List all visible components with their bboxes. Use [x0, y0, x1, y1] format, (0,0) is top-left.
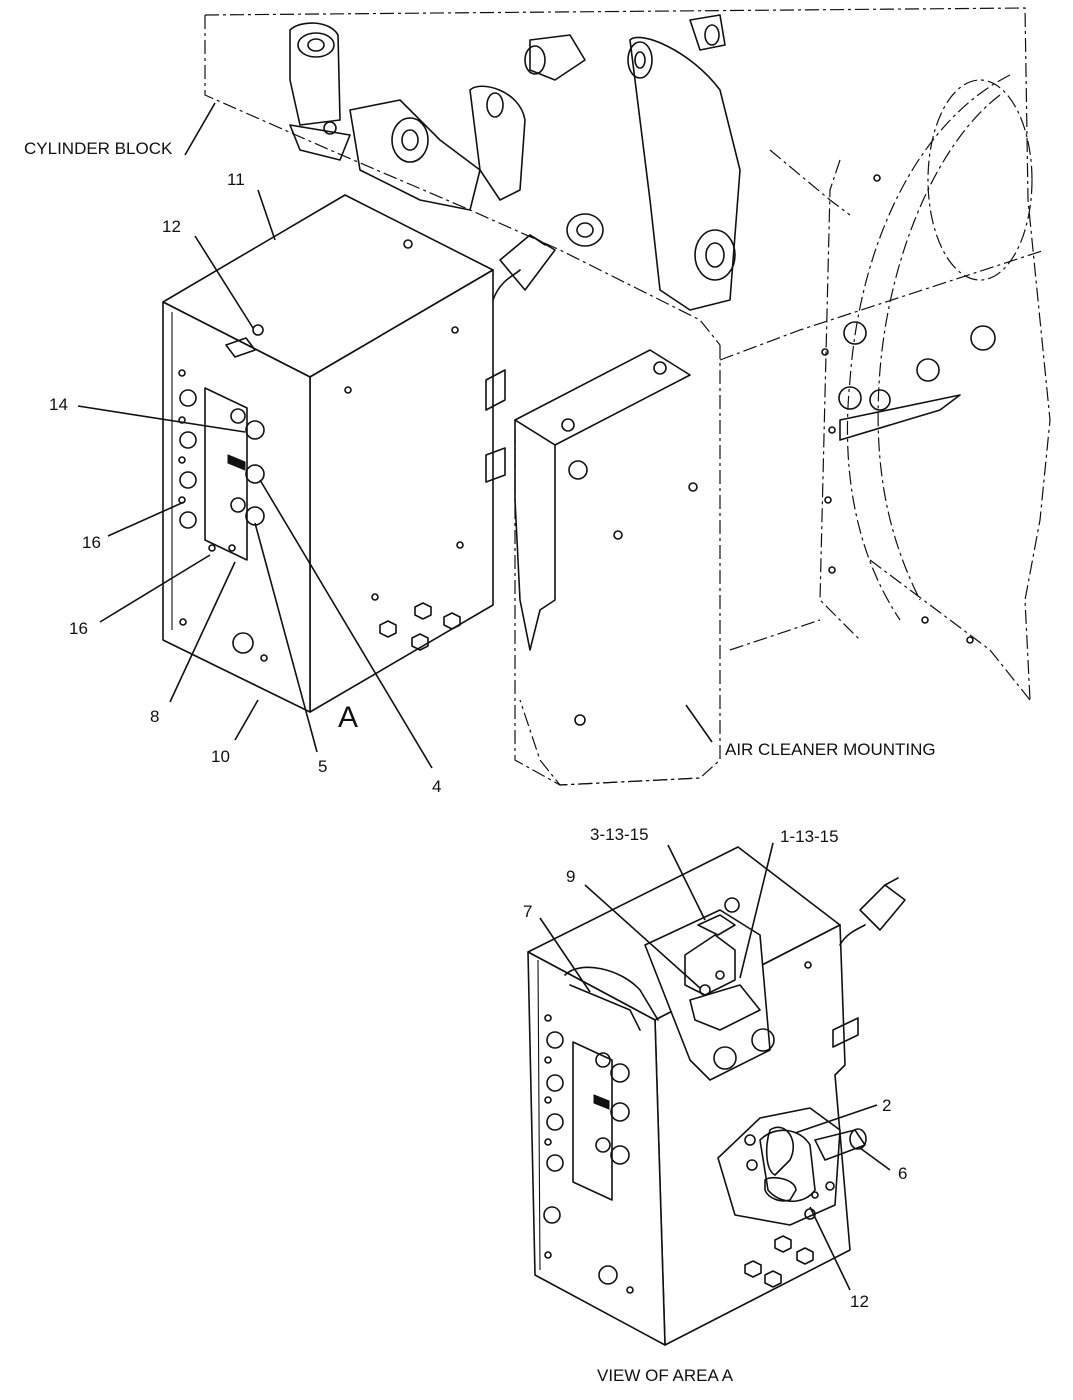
- upper-control-box: [162, 194, 556, 713]
- leader-6: [859, 1147, 891, 1171]
- callout-16-a: 16: [82, 533, 101, 552]
- cylinder-block-phantom: [204, 7, 1051, 786]
- caption-view-of-area-a: VIEW OF AREA A: [597, 1366, 734, 1385]
- callout-4: 4: [432, 777, 442, 796]
- callout-7: 7: [523, 902, 533, 921]
- area-a-detail-view: [527, 846, 906, 1346]
- callout-9: 9: [566, 867, 576, 886]
- callout-11: 11: [227, 170, 245, 189]
- leader-16b: [99, 554, 211, 623]
- leader-10: [234, 699, 259, 741]
- leader-lines: [77, 102, 891, 1291]
- leader-7: [539, 917, 591, 993]
- upper-connector-array: [178, 369, 265, 552]
- leader-8: [169, 561, 236, 703]
- leader-12-lower: [809, 1206, 851, 1291]
- leader-5: [254, 522, 318, 753]
- callout-6: 6: [898, 1164, 908, 1183]
- leader-16a: [107, 501, 185, 537]
- callout-2: 2: [882, 1096, 892, 1115]
- leader-4: [259, 479, 433, 769]
- leader-9: [584, 884, 701, 989]
- callout-14: 14: [49, 395, 68, 414]
- callout-12-lower: 12: [850, 1292, 869, 1311]
- callout-16-b: 16: [69, 619, 88, 638]
- air-cleaner-mounting-bracket: [514, 349, 701, 786]
- leader-air-cleaner: [685, 704, 713, 743]
- leader-3-13-15: [667, 844, 706, 921]
- callout-1-13-15: 1-13-15: [780, 827, 839, 846]
- leader-11: [257, 189, 276, 241]
- area-marker-a: A: [338, 701, 359, 734]
- label-air-cleaner-mounting: AIR CLEANER MOUNTING: [725, 740, 936, 759]
- lower-connector-array: [544, 1014, 630, 1172]
- leader-14: [77, 405, 246, 433]
- leader-12-upper: [194, 235, 254, 329]
- callout-3-13-15: 3-13-15: [590, 825, 649, 844]
- callout-8: 8: [150, 707, 160, 726]
- callout-10: 10: [211, 747, 230, 766]
- leader-1-13-15: [739, 842, 774, 979]
- label-cylinder-block: CYLINDER BLOCK: [24, 139, 173, 158]
- callout-12-upper: 12: [162, 217, 181, 236]
- leader-cylinder-block: [184, 102, 216, 156]
- leader-2: [794, 1104, 878, 1134]
- callout-5: 5: [318, 757, 328, 776]
